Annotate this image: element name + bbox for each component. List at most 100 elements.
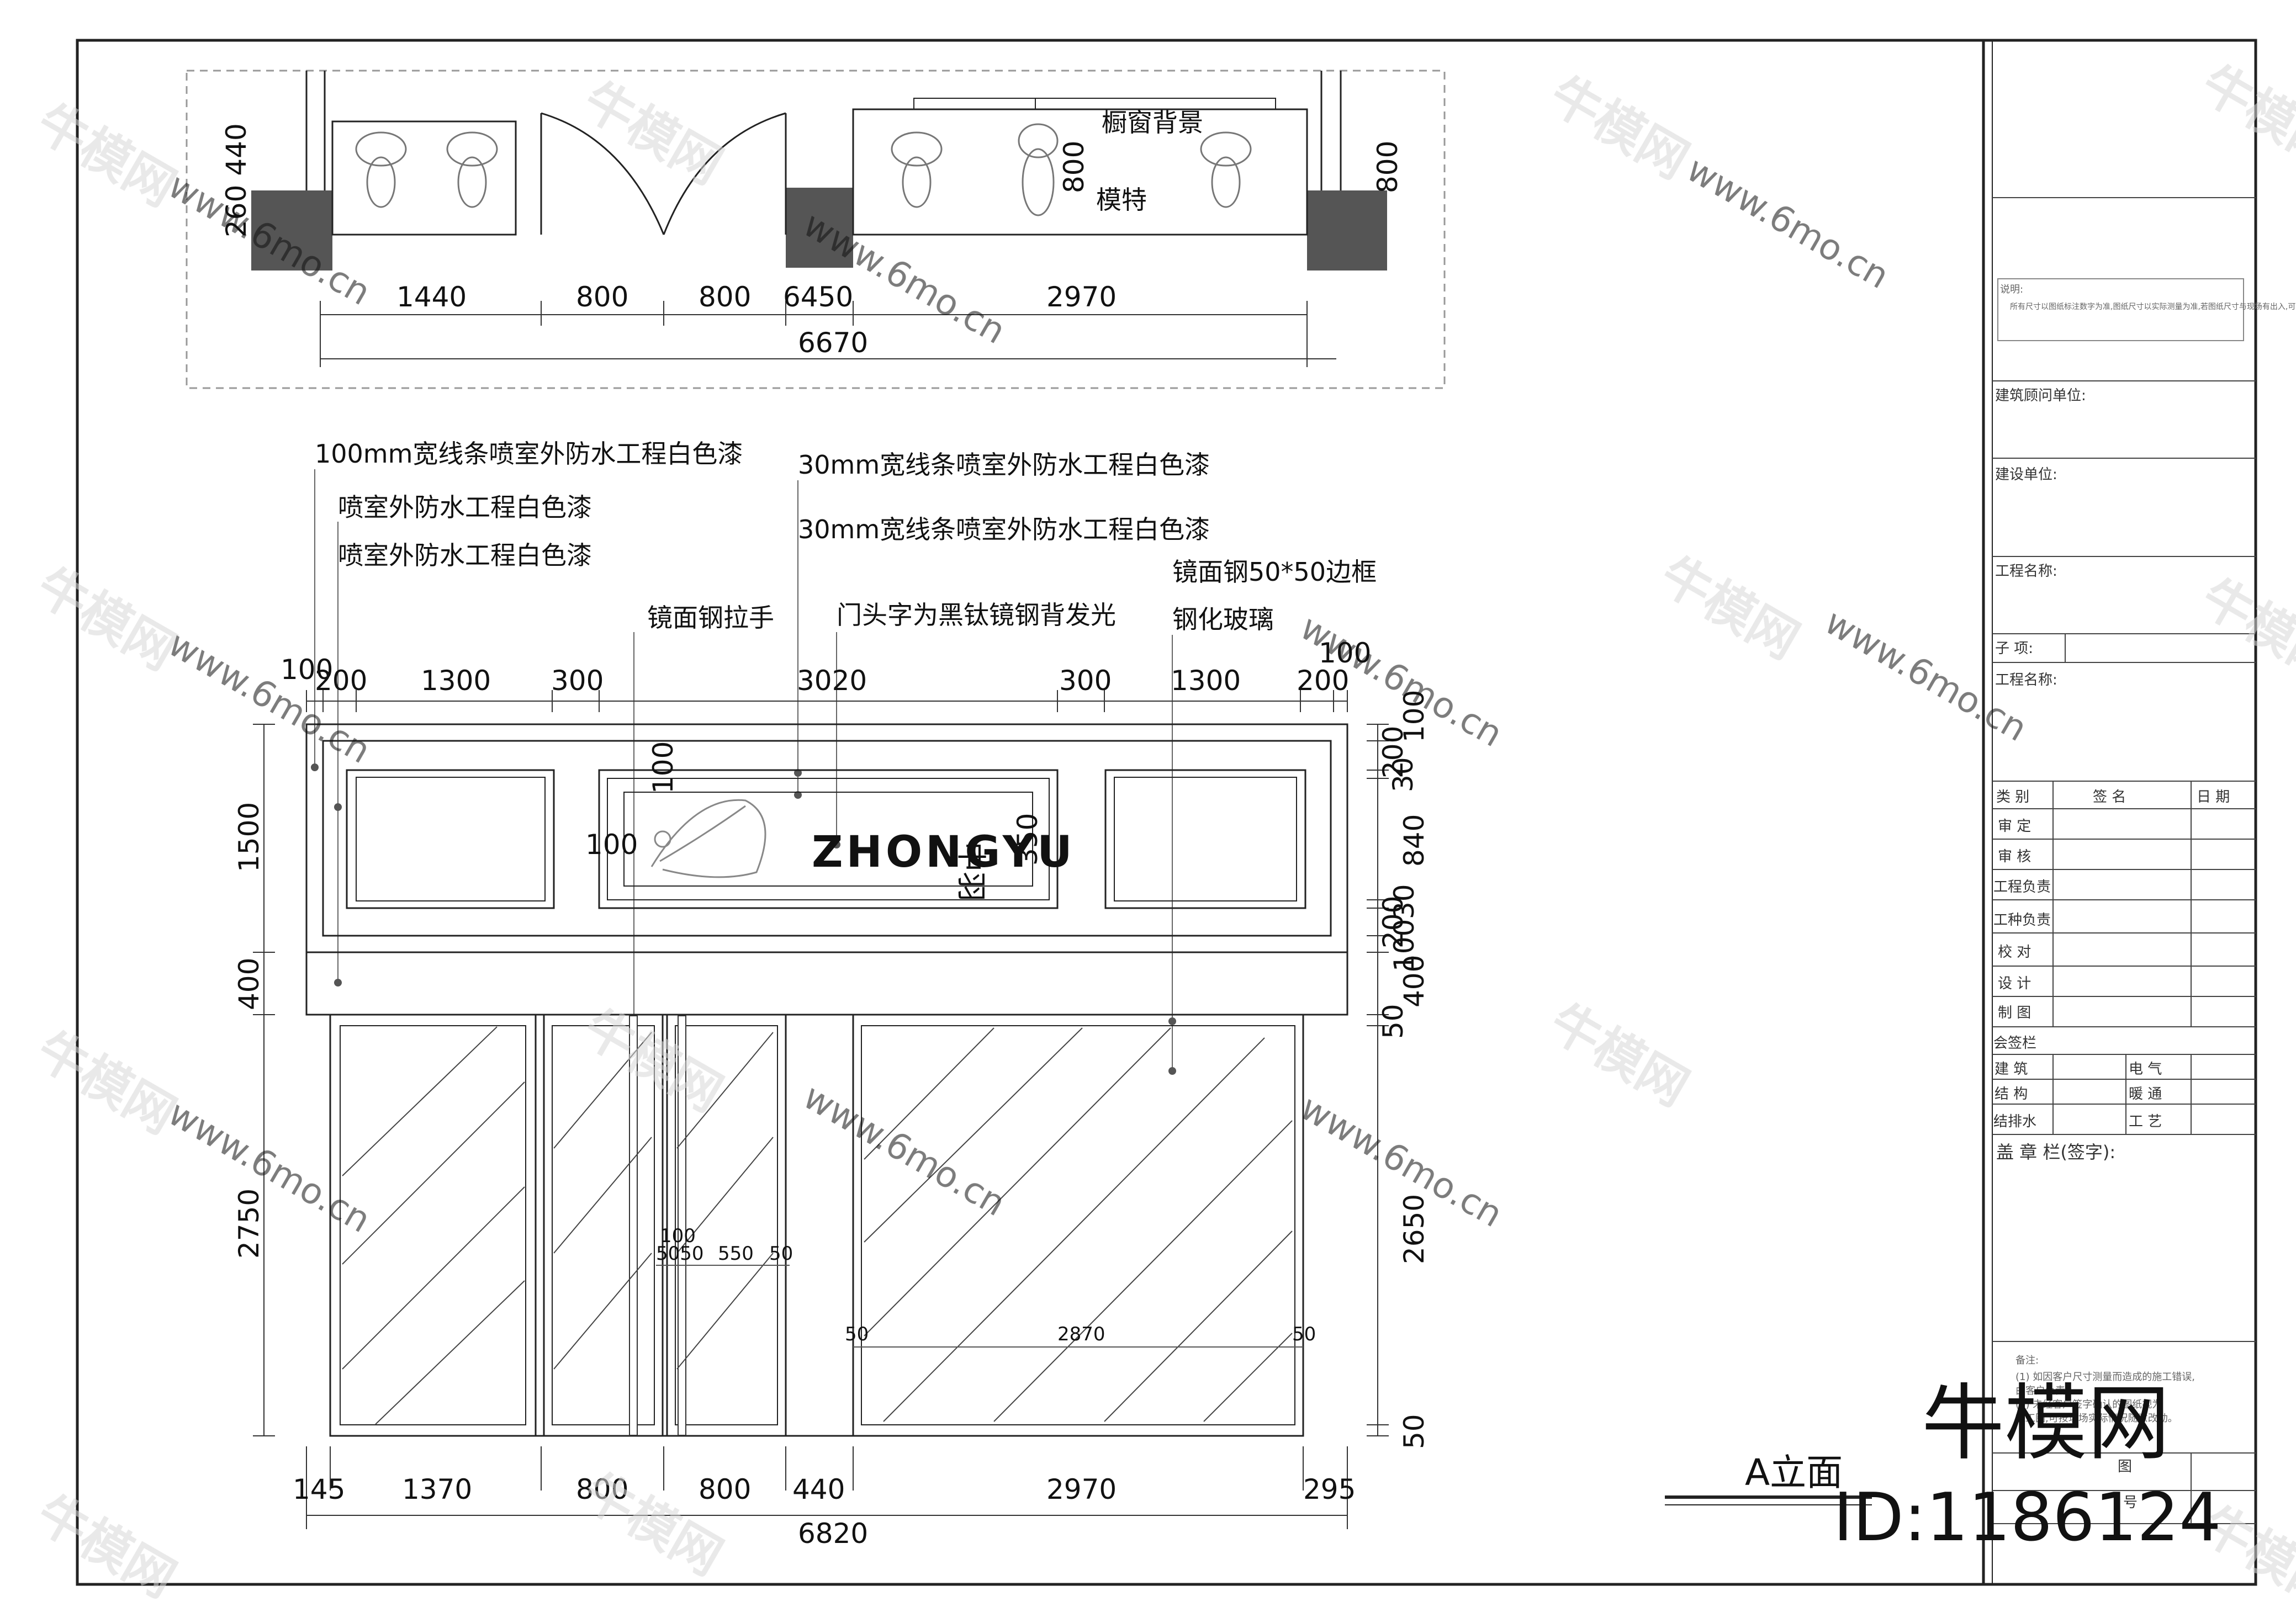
right-dim-8: 50 — [1377, 1004, 1409, 1039]
title-block: 说明: 所有尺寸以图纸标注数字为准,图纸尺寸以实际测量为准,若图纸尺寸与现场有出… — [1992, 197, 2296, 1524]
plan-dim-left: 260 440 — [220, 123, 252, 237]
right-dim-0: 100 — [1398, 690, 1430, 742]
right-dim-1: 200 — [1377, 726, 1409, 778]
top-dim-2: 1300 — [421, 665, 491, 697]
tb-header-category: 类 别 — [1996, 789, 2029, 805]
watermark-brand: 牛模网 — [27, 556, 185, 681]
watermark-brand: 牛模网 — [27, 93, 185, 218]
tb-disc-process: 工 艺 — [2129, 1113, 2162, 1130]
tb-row-approve: 审 定 — [1998, 818, 2031, 835]
tb-disc-drainage: 结排水 — [1993, 1113, 2036, 1130]
door-leaf-right[interactable] — [666, 1014, 787, 1437]
tb-architect-consultant: 建筑顾问单位: — [1995, 388, 2086, 404]
sign-brand-text: ZHONGYU — [812, 828, 1076, 877]
right-dim-10: 50 — [1398, 1414, 1430, 1449]
inner-dim-4: 5050 — [656, 1243, 704, 1265]
plan-dim-mid: 800 — [1058, 141, 1090, 193]
inner-dim-2: 350 — [1012, 813, 1044, 866]
tb-row-review: 审 核 — [1998, 848, 2031, 865]
watermark-site: www.6mo.cn — [161, 166, 377, 314]
right-dim-5: 200 — [1377, 896, 1409, 948]
tb-project-name-2: 工程名称: — [1995, 672, 2057, 688]
elevation-title: A立面 — [1745, 1451, 1843, 1494]
bottom-dim-5: 2970 — [1046, 1473, 1117, 1505]
bottom-dim-4: 440 — [792, 1473, 845, 1505]
bottom-dim-1: 1370 — [402, 1473, 472, 1505]
right-dim-2: 30 — [1387, 757, 1419, 792]
plan-column-left — [251, 190, 332, 270]
watermark-brand: 牛模网 — [1540, 65, 1698, 190]
top-dim-4: 3020 — [797, 665, 867, 697]
plan-label-mannequin: 模特 — [1096, 185, 1147, 215]
watermark-brand-large: 牛模网 — [1922, 1376, 2170, 1472]
tb-row-discipline-lead: 工种负责 — [1993, 912, 2051, 929]
tb-row-project-lead: 工程负责 — [1993, 879, 2051, 895]
annotation-paint-2: 喷室外防水工程白色漆 — [338, 540, 592, 570]
bottom-dim-0: 145 — [293, 1473, 345, 1505]
watermark-brand: 牛模网 — [1540, 993, 1698, 1117]
glass-hatch — [342, 1026, 1293, 1425]
tb-disc-elec: 电 气 — [2129, 1061, 2162, 1078]
annotation-tempered-glass: 钢化玻璃 — [1172, 604, 1274, 634]
right-dim-7: 400 — [1398, 955, 1430, 1007]
tb-number-label: 号 — [2123, 1494, 2138, 1511]
tb-project-name: 工程名称: — [1995, 563, 2057, 580]
top-dim-3: 300 — [551, 665, 604, 697]
tb-disc-arch: 建 筑 — [1995, 1061, 2028, 1078]
bottom-dim-total: 6820 — [798, 1518, 868, 1550]
sign-panel — [598, 769, 1059, 909]
watermark-brand: 牛模网 — [574, 71, 732, 195]
inner-dim-8: 2870 — [1057, 1323, 1105, 1345]
plan-dim-total: 6670 — [798, 327, 868, 359]
tb-drawing-label: 图 — [2118, 1458, 2132, 1475]
plan-dim-5: 2970 — [1046, 281, 1117, 313]
watermark-brand: 牛模网 — [2192, 567, 2296, 692]
watermark-brand: 牛模网 — [574, 998, 732, 1123]
left-dim-1: 400 — [233, 958, 265, 1010]
top-dim-6: 1300 — [1171, 665, 1241, 697]
right-dim-3: 840 — [1398, 814, 1430, 867]
tb-client: 建设单位: — [1995, 466, 2057, 483]
watermark-site: www.6mo.cn — [1680, 149, 1896, 297]
inner-dim-6: 50 — [769, 1243, 793, 1265]
right-dim-6: 100 — [1388, 919, 1420, 972]
left-dim-0: 1500 — [233, 802, 265, 872]
watermark-id: ID:1186124 — [1833, 1479, 2221, 1556]
inner-dim-7: 50 — [845, 1323, 869, 1345]
bottom-dim-2: 800 — [576, 1473, 628, 1505]
door-handle-right[interactable] — [678, 1015, 686, 1436]
watermark-brand: 牛模网 — [2192, 54, 2296, 179]
annotation-100mm-line: 100mm宽线条喷室外防水工程白色漆 — [315, 439, 743, 469]
tb-note-text: 所有尺寸以图纸标注数字为准,图纸尺寸以实际测量为准,若图纸尺寸与现场有出入,可根… — [2010, 303, 2296, 311]
right-dim-9: 2650 — [1398, 1194, 1430, 1264]
door-handle-left[interactable] — [629, 1015, 638, 1436]
watermark-brand: 牛模网 — [27, 1484, 185, 1609]
elevation-view: 100mm宽线条喷室外防水工程白色漆 喷室外防水工程白色漆 喷室外防水工程白色漆… — [233, 439, 1872, 1550]
annotation-30mm-line-1: 30mm宽线条喷室外防水工程白色漆 — [798, 450, 1210, 480]
inner-dim-3: 100 — [660, 1225, 696, 1247]
inner-dim-9: 50 — [1292, 1323, 1316, 1345]
plan-dim-2: 800 — [576, 281, 628, 313]
plan-label-window-backdrop: 橱窗背景 — [1102, 108, 1203, 137]
inner-dim-0: 100 — [647, 741, 679, 794]
glass-panel-right — [861, 1025, 1295, 1425]
left-dim-2: 2750 — [233, 1189, 265, 1259]
tb-seal: 盖 章 栏(签字): — [1996, 1142, 2115, 1163]
inner-dim-5: 550 — [718, 1243, 754, 1265]
top-dim-1: 200 — [315, 665, 367, 697]
tb-remark-2: 由客户负责。 — [2015, 1385, 2075, 1397]
tb-header-date: 日 期 — [2197, 789, 2230, 805]
annotation-door-handle: 镜面钢拉手 — [647, 603, 774, 633]
door-leaf-left[interactable] — [543, 1014, 664, 1437]
feather-logo-icon — [650, 799, 766, 878]
tb-disc-struct: 结 构 — [1995, 1086, 2028, 1102]
tb-sub-item: 子 项: — [1995, 640, 2033, 657]
sign-brand-cn: 中羽 — [954, 842, 988, 901]
tb-remark-1: (1) 如因客户尺寸测量而造成的施工错误, — [2015, 1371, 2195, 1383]
top-dim-7: 200 — [1297, 665, 1349, 697]
plan-window-left — [331, 120, 517, 236]
tb-remarks-label: 备注: — [2015, 1355, 2039, 1366]
plan-column-mid — [786, 188, 853, 268]
tb-remark-3: (2) 未经客户签字确认的图纸视为 — [2015, 1399, 2162, 1410]
